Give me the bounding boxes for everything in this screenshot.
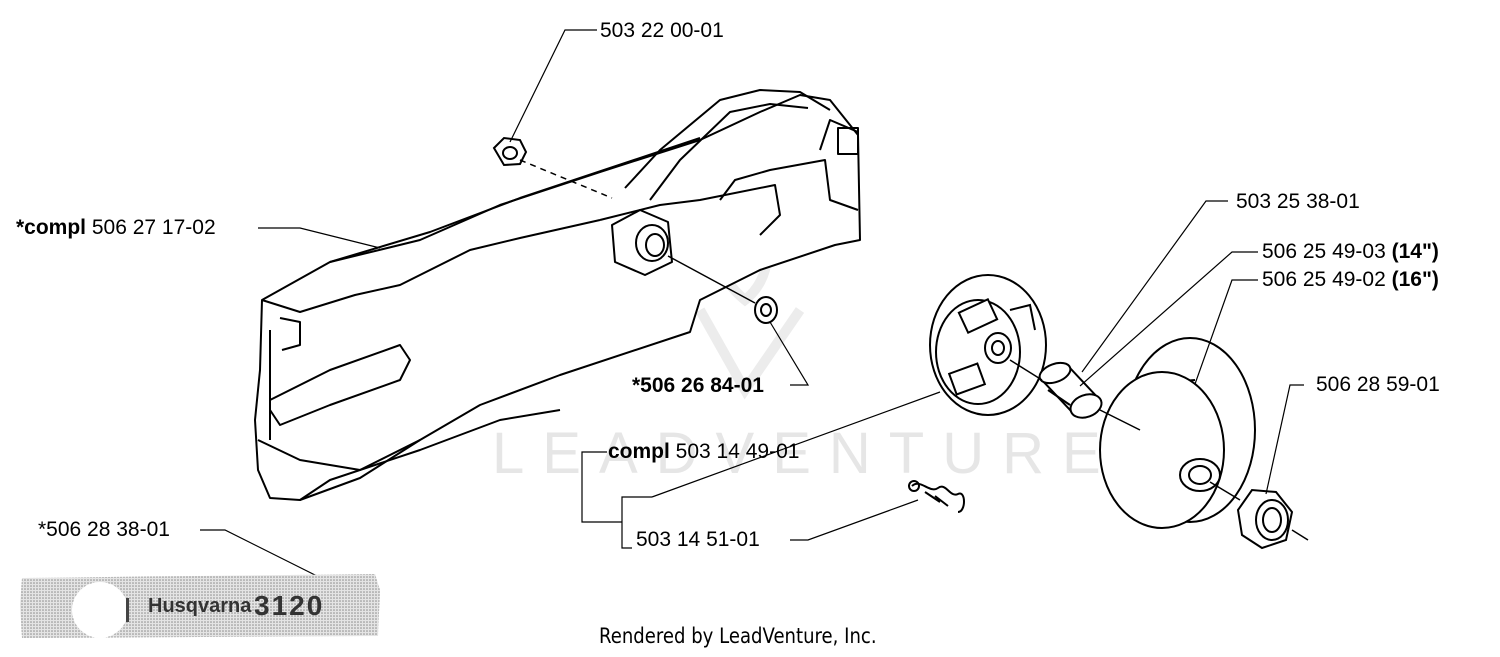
- footer-credit: Rendered by LeadVenture, Inc.: [599, 624, 877, 648]
- needle-bearing: [1038, 361, 1103, 419]
- label-washer: *506 26 84-01: [632, 374, 764, 398]
- cover-nut: [492, 136, 528, 167]
- part-number: 503 14 49-01: [669, 440, 800, 463]
- watermark-text: LEADVENTURE: [492, 421, 1119, 486]
- decal: [20, 574, 380, 638]
- label-drum-nut: 506 28 59-01: [1316, 373, 1440, 397]
- washer: [754, 296, 778, 324]
- label-spring: 503 14 51-01: [636, 528, 760, 552]
- bar-size: (16"): [1391, 268, 1439, 291]
- leader-lines: [200, 29, 1304, 581]
- part-number: 503 25 38-01: [1236, 190, 1360, 213]
- part-number: 506 25 49-02: [1262, 268, 1392, 291]
- label-chain-cover: *compl 506 27 17-02: [16, 216, 216, 240]
- assembly-axes: [519, 159, 1309, 541]
- label-clutch: compl 503 14 49-01: [608, 440, 799, 464]
- clutch-spring: [908, 480, 965, 513]
- part-number: 506 27 17-02: [86, 216, 216, 239]
- drum-nut: [1236, 488, 1294, 550]
- part-prefix: compl: [608, 440, 670, 463]
- label-drum-16: 506 25 49-02 (16"): [1262, 268, 1439, 292]
- part-number: 503 22 00-01: [600, 19, 724, 42]
- label-cover-nut: 503 22 00-01: [600, 19, 724, 43]
- clutch-drum: [1099, 337, 1256, 529]
- label-needle-bearing: 503 25 38-01: [1236, 190, 1360, 214]
- part-number: 503 14 51-01: [636, 528, 760, 551]
- part-number: *506 26 84-01: [632, 374, 764, 397]
- part-number: 506 25 49-03: [1262, 240, 1392, 263]
- bar-size: (14"): [1391, 240, 1439, 263]
- label-decal: *506 28 38-01: [38, 518, 170, 542]
- part-number: *506 28 38-01: [38, 518, 170, 541]
- decal-model: 3120: [254, 590, 325, 621]
- label-drum-14: 506 25 49-03 (14"): [1262, 240, 1439, 264]
- decal-brand: Husqvarna: [148, 595, 252, 617]
- chain-cover: [254, 89, 861, 501]
- part-number: 506 28 59-01: [1316, 373, 1440, 396]
- part-prefix: *compl: [16, 216, 87, 239]
- clutch-assembly: [929, 274, 1047, 416]
